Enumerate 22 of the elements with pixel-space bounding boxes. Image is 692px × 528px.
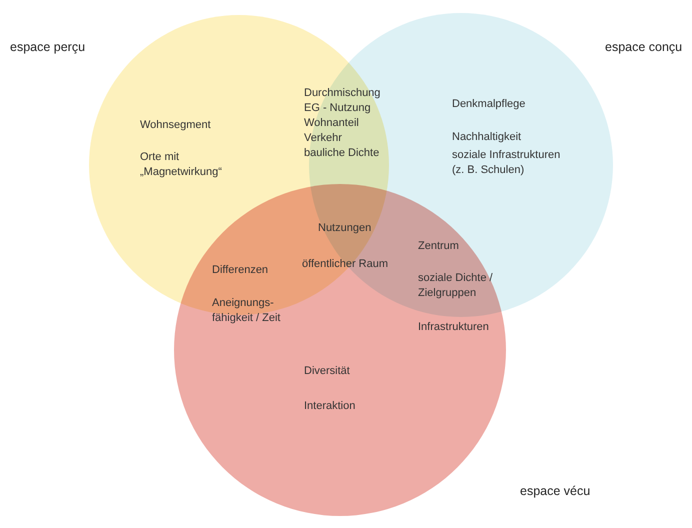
region-label: Nachhaltigkeit [452, 130, 522, 145]
circle-title: espace conçu [605, 40, 682, 54]
region-label: soziale Infrastrukturen (z. B. Schulen) [452, 148, 562, 178]
region-label: Nutzungen [318, 221, 372, 236]
region-label: Interaktion [304, 399, 356, 414]
region-label: Differenzen [212, 263, 268, 278]
region-label: Durchmischung [304, 86, 380, 101]
region-label: Verkehr [304, 131, 342, 146]
region-label: EG - Nutzung [304, 101, 371, 116]
region-label: Aneignungs- fähigkeit / Zeit [212, 296, 282, 326]
circle-title: espace vécu [520, 484, 590, 498]
region-label: Orte mit „Magnetwirkung“ [140, 150, 223, 180]
region-label: Denkmalpflege [452, 97, 526, 112]
region-label: soziale Dichte / Zielgruppen [418, 271, 494, 301]
region-label: Infrastrukturen [418, 320, 489, 335]
region-label: öffentlicher Raum [302, 257, 388, 272]
circle-title: espace perçu [10, 40, 86, 54]
region-label: Diversität [304, 364, 350, 379]
region-label: Wohnsegment [140, 118, 211, 133]
region-label: bauliche Dichte [304, 146, 380, 161]
region-label: Wohnanteil [304, 116, 359, 131]
region-label: Zentrum [418, 239, 459, 254]
